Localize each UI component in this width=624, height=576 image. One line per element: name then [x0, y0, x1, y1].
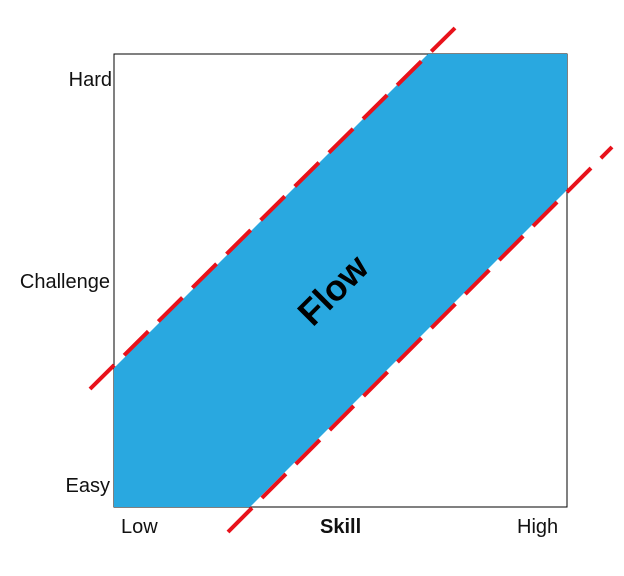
flow-channel-region [114, 54, 567, 507]
y-axis-high-label: Hard [68, 69, 112, 91]
y-axis-low-label: Easy [65, 475, 110, 497]
lower-boundary-line [226, 145, 614, 534]
y-axis-title: Challenge [19, 271, 110, 293]
x-axis-high-label: High [517, 516, 559, 538]
x-axis-low-label: Low [121, 516, 158, 538]
x-axis-title: Skill [320, 516, 362, 538]
upper-boundary-line [88, 26, 457, 391]
